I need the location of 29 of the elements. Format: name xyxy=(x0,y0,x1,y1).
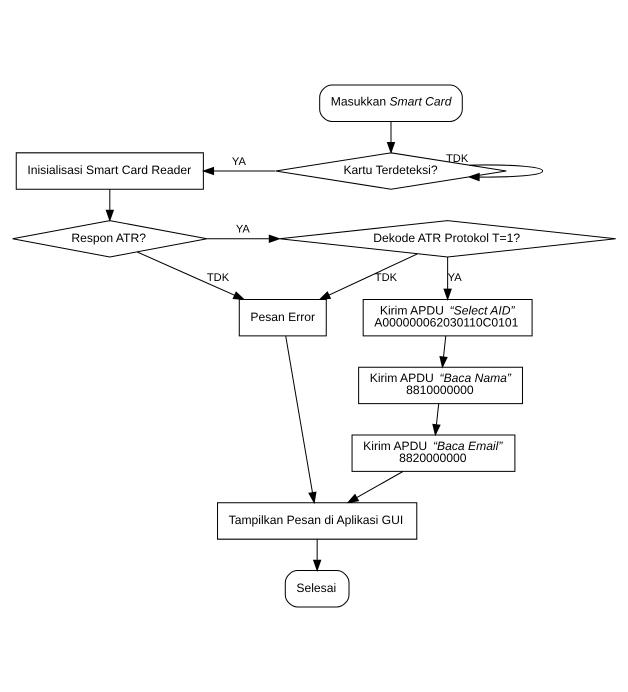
arrow xyxy=(346,471,404,504)
arrow xyxy=(202,166,276,176)
edge-label: YA xyxy=(232,156,246,168)
arrow xyxy=(386,122,396,154)
arrow xyxy=(312,539,322,572)
edge-label: YA xyxy=(448,272,462,284)
arrow xyxy=(137,252,246,300)
edge-label: TDK xyxy=(374,272,398,284)
node-box: Kirim APDU “Baca Nama” 8810000000 xyxy=(358,366,523,404)
edge-label: TDK xyxy=(446,152,468,165)
node-box: Selesai xyxy=(284,570,350,608)
edge-label: TDK xyxy=(206,272,230,284)
arrow xyxy=(285,336,317,504)
node-box: Tampilkan Pesan di Aplikasi GUI xyxy=(217,502,418,540)
node-box: Kirim APDU “Select AID” A000000062030110C0101 xyxy=(362,298,533,336)
node-box: Inisialisasi Smart Card Reader xyxy=(16,152,204,190)
node-box: Pesan Error xyxy=(238,298,327,336)
node-diamond: Respon ATR? xyxy=(12,220,208,258)
arrow xyxy=(318,253,418,300)
arrow xyxy=(432,404,441,436)
arrow xyxy=(468,164,544,182)
node-box: Masukkan Smart Card xyxy=(319,84,463,122)
arrow xyxy=(439,336,448,369)
arrow xyxy=(207,234,281,244)
node-box: Kirim APDU “Baca Email” 8820000000 xyxy=(352,434,516,472)
arrow xyxy=(443,257,452,301)
node-diamond: Dekode ATR Protokol T=1? xyxy=(279,220,616,258)
arrow xyxy=(106,189,114,222)
edge-label: YA xyxy=(236,224,250,236)
